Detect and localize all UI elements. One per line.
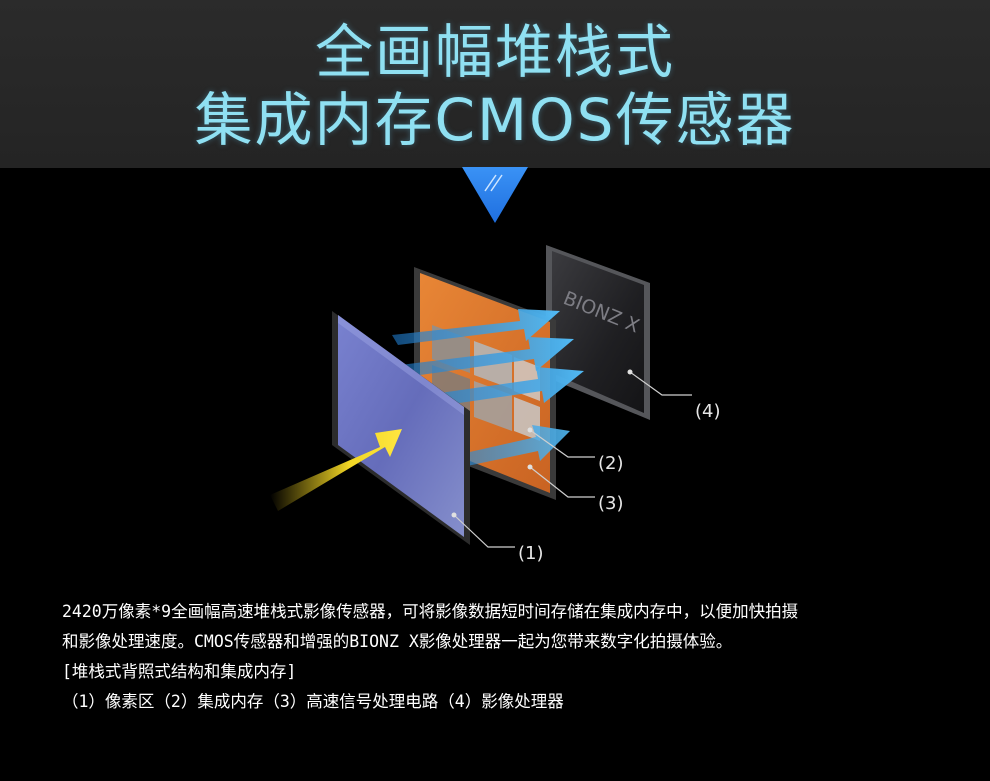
- caption-line-2: 和影像处理速度。CMOS传感器和增强的BIONZ X影像处理器一起为您带来数字化…: [62, 632, 733, 651]
- incoming-light-arrow: [270, 429, 402, 511]
- processor-chip-layer: BIONZ X: [546, 245, 650, 420]
- leader-lines: [453, 371, 692, 548]
- pointer-triangle-icon: [462, 167, 528, 223]
- title-line-1: 全画幅堆栈式: [314, 18, 675, 86]
- caption-line-4: （1）像素区（2）集成内存（3）高速信号处理电路（4）影像处理器: [62, 692, 564, 711]
- caption-line-1: 2420万像素*9全画幅高速堆栈式影像传感器，可将影像数据短时间存储在集成内存中…: [62, 602, 799, 621]
- pixel-sensor-layer: [332, 311, 470, 545]
- title-banner: [0, 0, 990, 168]
- label-memory: (2): [598, 453, 624, 474]
- caption-line-3: [堆栈式背照式结构和集成内存]: [62, 662, 297, 681]
- label-processor: (4): [695, 401, 721, 422]
- title-line-2: 集成内存CMOS传感器: [194, 86, 796, 154]
- sensor-stack-diagram: BIONZ X (4) (2) (3) (: [270, 245, 721, 564]
- label-pixel-area: (1): [518, 543, 544, 564]
- caption-block: 2420万像素*9全画幅高速堆栈式影像传感器，可将影像数据短时间存储在集成内存中…: [62, 597, 962, 717]
- label-circuit: (3): [598, 493, 624, 514]
